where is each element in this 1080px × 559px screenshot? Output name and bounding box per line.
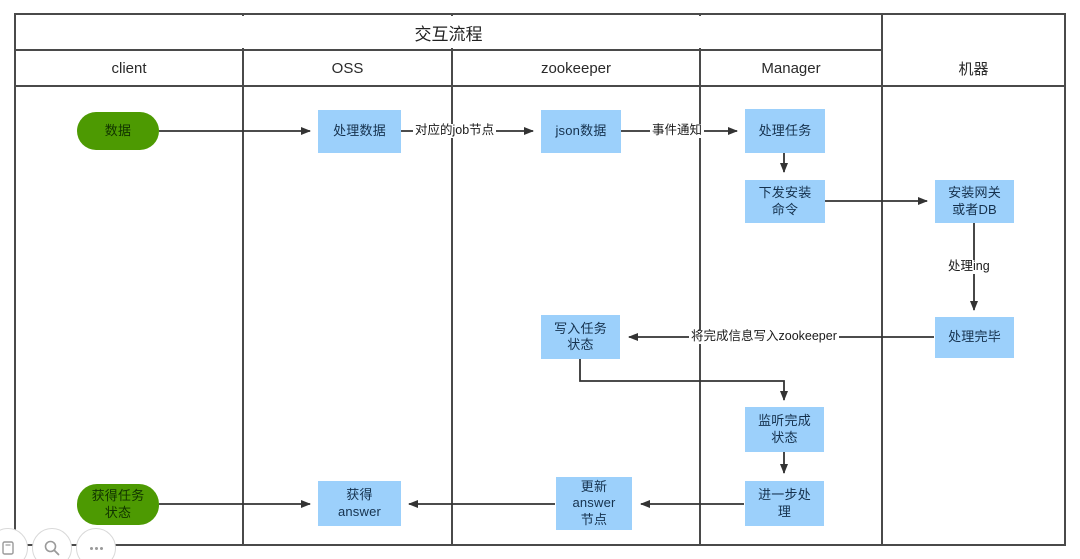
node-write-task-status-line1: 写入任务: [554, 320, 607, 336]
node-data-label: 数据: [104, 122, 132, 138]
node-send-install-command-line2: 命令: [771, 201, 799, 217]
edge-label-write-zookeeper: 将完成信息写入zookeeper: [689, 329, 839, 344]
lane-header-client: client: [111, 59, 147, 77]
node-further-handle-line2: 理: [777, 503, 792, 519]
node-update-answer-node-line1: 更新: [580, 479, 608, 495]
node-write-task-status-line2: 状态: [567, 337, 594, 352]
ellipsis-icon: [89, 546, 103, 550]
node-get-task-status[interactable]: 获得任务 状态: [77, 484, 159, 525]
node-json-data[interactable]: json数据: [541, 110, 621, 153]
node-get-task-status-line2: 状态: [104, 504, 132, 520]
node-watch-done-status-line2: 状态: [771, 429, 798, 445]
node-handle-done-label: 处理完毕: [948, 329, 1001, 345]
node-handle-task-label: 处理任务: [758, 122, 812, 138]
node-get-answer-line2: answer: [337, 503, 382, 519]
diagram-title: 交互流程: [414, 24, 483, 44]
lane-header-machine: 机器: [958, 60, 989, 78]
lane-header-zookeeper: zookeeper: [540, 59, 612, 77]
node-get-answer-line1: 获得: [346, 487, 373, 503]
node-install-gateway-or-db[interactable]: 安装网关 或者DB: [935, 180, 1014, 223]
node-send-install-command-line1: 下发安装: [758, 185, 812, 201]
node-send-install-command[interactable]: 下发安装 命令: [745, 180, 825, 223]
more-options-button[interactable]: [76, 528, 116, 559]
node-further-handle-line1: 进一步处: [758, 487, 811, 503]
page-icon: [2, 541, 14, 555]
edge-label-event-notify: 事件通知: [650, 123, 705, 138]
node-install-gateway-or-db-line2: 或者DB: [952, 201, 997, 217]
node-handle-task[interactable]: 处理任务: [745, 109, 825, 153]
node-update-answer-node[interactable]: 更新 answer 节点: [556, 477, 632, 530]
node-update-answer-node-line3: 节点: [580, 511, 608, 527]
node-get-task-status-line1: 获得任务: [91, 488, 145, 504]
node-watch-done-status-line1: 监听完成: [758, 413, 811, 429]
node-install-gateway-or-db-line1: 安装网关: [948, 185, 1001, 201]
node-get-answer[interactable]: 获得 answer: [318, 481, 401, 526]
node-handle-data[interactable]: 处理数据: [318, 110, 401, 153]
zoom-icon-button[interactable]: [32, 528, 72, 559]
edge-label-processing: 处理ing: [946, 259, 992, 274]
node-update-answer-node-line2: answer: [572, 495, 616, 511]
node-handle-data-label: 处理数据: [333, 123, 386, 139]
lane-header-oss: OSS: [331, 59, 364, 77]
node-further-handle[interactable]: 进一步处 理: [745, 481, 824, 526]
node-handle-done[interactable]: 处理完毕: [935, 317, 1014, 358]
node-data[interactable]: 数据: [77, 112, 159, 150]
search-icon: [44, 540, 60, 556]
node-write-task-status[interactable]: 写入任务 状态: [541, 315, 620, 359]
lane-header-manager: Manager: [761, 59, 821, 77]
node-json-data-label: json数据: [555, 123, 607, 139]
node-watch-done-status[interactable]: 监听完成 状态: [745, 407, 824, 452]
fit-page-icon-button[interactable]: [0, 528, 28, 559]
edge-label-job-node: 对应的job节点: [413, 123, 497, 138]
